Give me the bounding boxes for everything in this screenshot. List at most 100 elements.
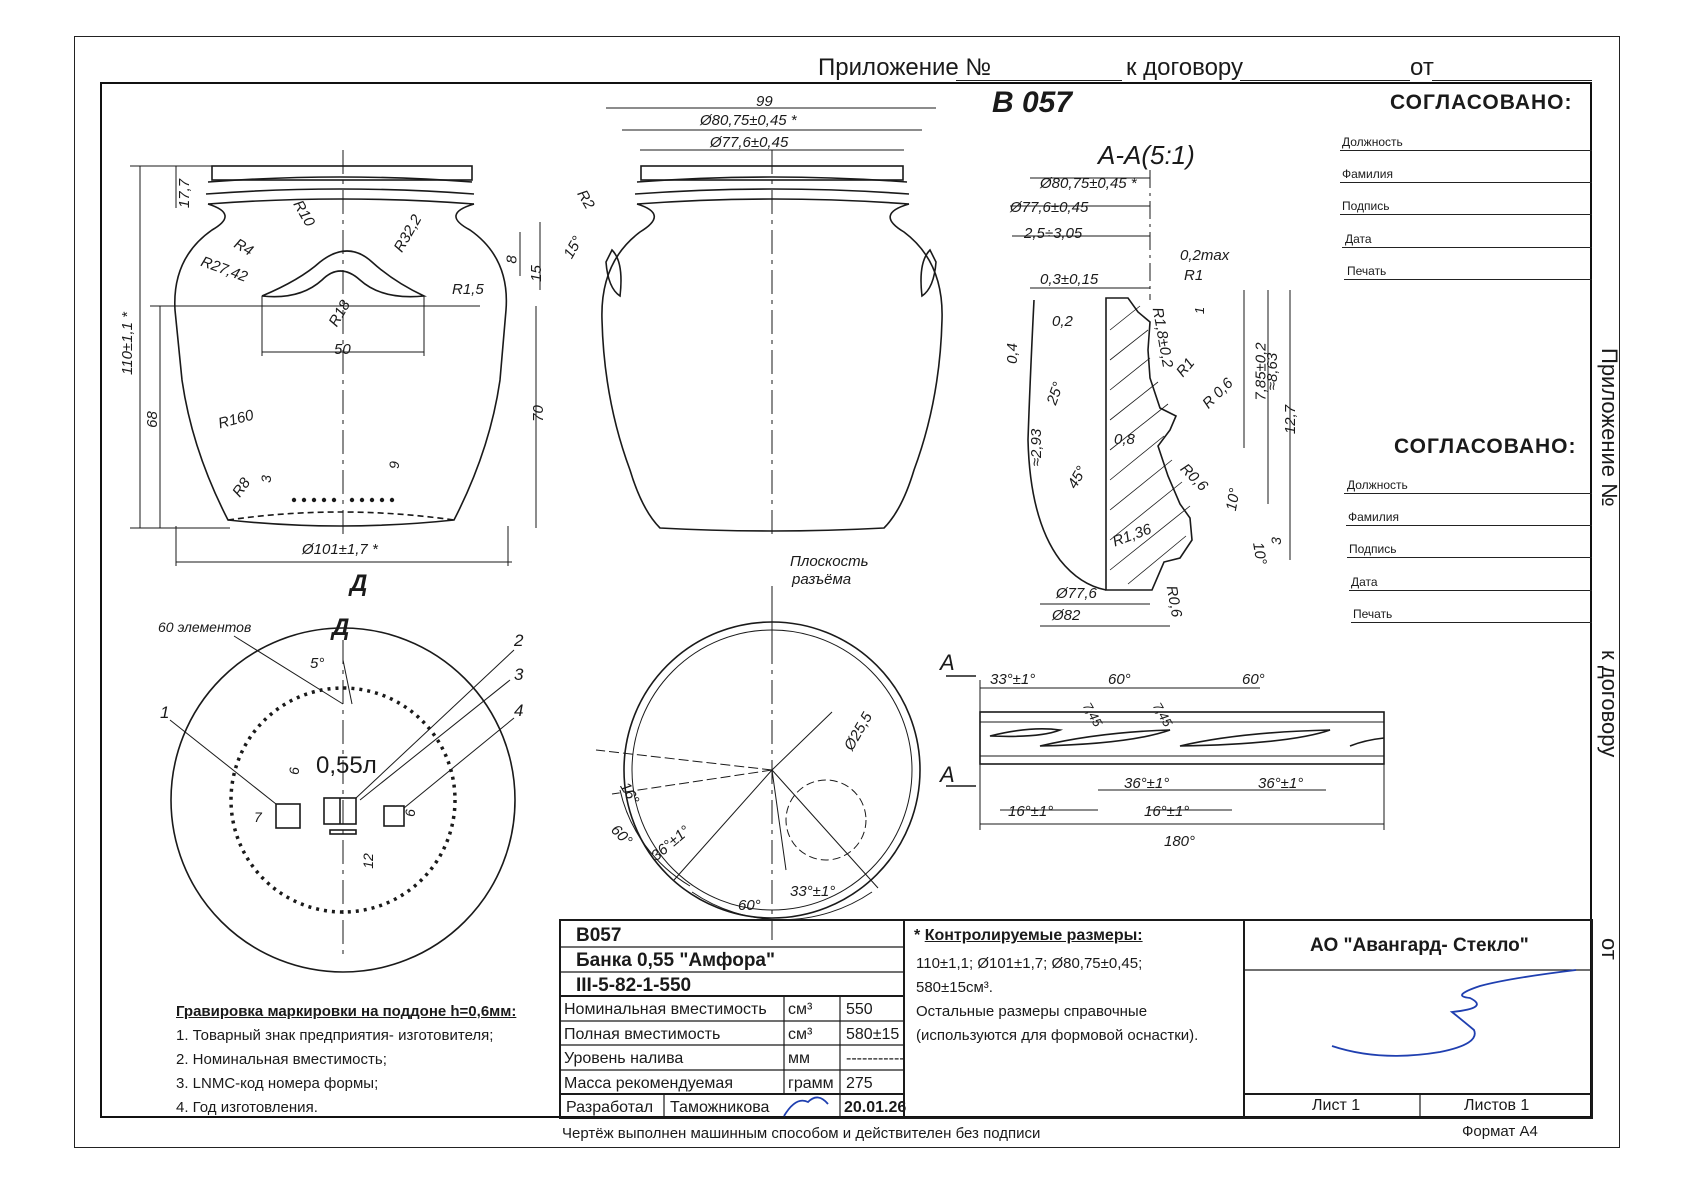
sec-d77-6-b: Ø77,6 (1056, 585, 1097, 602)
tb-row4-unit: грамм (788, 1075, 834, 1092)
side-view-jar (601, 107, 943, 540)
tb-name: Банка 0,55 "Амфора" (576, 950, 776, 971)
tb-row3-unit: мм (788, 1050, 810, 1067)
view-d-bottom (169, 627, 516, 973)
signature-mark (783, 969, 1577, 1117)
dim-70: 70 (529, 405, 547, 422)
from-date-line (1432, 80, 1592, 81)
dim-r1-5: R1,5 (452, 281, 484, 298)
sec-8-63: ≈8,63 (1264, 352, 1282, 391)
appendix-label: Приложение № (818, 54, 992, 81)
tb-sheet: Лист 1 (1312, 1097, 1361, 1114)
footer-format: Формат А4 (1462, 1123, 1538, 1140)
dim-9: 9 (385, 461, 402, 469)
dim-d101: Ø101±1,7 * (302, 541, 378, 558)
tb-controlled-line-3: Остальные размеры справочные (916, 1003, 1148, 1020)
sec-d77-6: Ø77,6±0,45 (1010, 199, 1089, 216)
approval-line-sign-2 (1347, 557, 1592, 558)
engraving-item-1: 1. Товарный знак предприятия- изготовите… (176, 1027, 494, 1044)
drawing-code: В 057 (992, 86, 1073, 119)
approval-line-position-1 (1340, 150, 1592, 151)
sec-3: 3 (1267, 537, 1284, 545)
tb-row1-label: Номинальная вместимость (564, 1001, 767, 1018)
sec-2-5: 2,5÷3,05 (1024, 225, 1083, 242)
view-d-dim-12: 12 (359, 853, 376, 869)
approval-field-name-2: Фамилия (1348, 510, 1399, 524)
tb-developer: Таможникова (670, 1099, 770, 1116)
thread-60deg-a: 60° (1108, 671, 1131, 688)
thread-36deg-b: 36°±1° (1258, 775, 1304, 792)
approval-line-seal-2 (1351, 622, 1592, 623)
section-title: А-А(5:1) (1098, 140, 1195, 170)
dim-99: 99 (756, 93, 773, 110)
thread-33deg: 33°±1° (990, 671, 1036, 688)
tb-controlled-line-4: (используются для формовой оснастки). (916, 1027, 1199, 1044)
sec-10deg-b: 10° (1249, 540, 1270, 567)
thread-a-bottom: А (940, 762, 955, 787)
approval-field-date-1: Дата (1345, 232, 1372, 246)
tb-controlled-title-text: Контролируемые размеры: (924, 927, 1143, 944)
approval-line-name-2 (1346, 525, 1592, 526)
sec-0-2max: 0,2max (1180, 247, 1230, 264)
tb-row1-value: 550 (846, 1001, 873, 1018)
tb-row3-label: Уровень налива (564, 1050, 684, 1067)
dim-8: 8 (503, 255, 521, 264)
tb-row2-label: Полная вместимость (564, 1026, 721, 1043)
parting-label-2: разъёма (792, 571, 852, 588)
sec-12-7: 12,7 (1282, 404, 1300, 435)
engraving-dots (291, 497, 395, 503)
view-d-capacity: 0,55л (316, 752, 377, 779)
sheet-outer-frame (74, 36, 1620, 1148)
dim-d80-75: Ø80,75±0,45 * (700, 112, 797, 129)
tb-controlled-line-2: 580±15см³. (916, 979, 993, 996)
sec-2-93: ≈2,93 (1028, 428, 1046, 467)
from-label: от (1410, 54, 1434, 81)
dim-3: 3 (257, 475, 274, 483)
tb-controlled-title: * Контролируемые размеры: (914, 928, 1143, 944)
callout-2: 2 (514, 631, 524, 650)
sec-d80-75: Ø80,75±0,45 * (1040, 175, 1137, 192)
thread-36deg-a: 36°±1° (1124, 775, 1170, 792)
sec-r1-top: R1 (1184, 267, 1204, 284)
parting-label-1: Плоскость (790, 553, 869, 570)
tb-date: 20.01.26 (844, 1099, 907, 1116)
tb-row3-value: ----------- (846, 1050, 905, 1067)
thread-development (946, 675, 1385, 830)
view-d-dim-7: 7 (254, 809, 262, 825)
tb-row2-value: 580±15 (846, 1026, 900, 1043)
tb-row1-unit: см³ (788, 1001, 813, 1018)
dim-15: 15 (527, 265, 545, 282)
approval-field-sign-1: Подпись (1342, 199, 1390, 213)
approval-title-2: СОГЛАСОВАНО: (1394, 435, 1577, 458)
sec-0-8: 0,8 (1114, 431, 1135, 448)
approval-line-date-2 (1349, 590, 1592, 591)
approval-title-1: СОГЛАСОВАНО: (1390, 91, 1573, 114)
thread-180deg: 180° (1164, 833, 1196, 850)
sec-1: 1 (1192, 306, 1208, 315)
sec-0-4: 0,4 (1003, 343, 1021, 364)
approval-field-seal-1: Печать (1347, 264, 1387, 278)
parting-33deg: 33°±1° (790, 883, 836, 900)
section-aa (1010, 170, 1291, 627)
tb-company: АО "Авангард- Стекло" (1310, 935, 1529, 956)
parting-plane-view (595, 586, 921, 940)
sec-0-2: 0,2 (1052, 313, 1073, 330)
contract-label: к договору (1126, 54, 1243, 81)
view-d-dim-6b: 6 (401, 809, 418, 817)
approval-line-sign-1 (1340, 214, 1592, 215)
sec-0-3: 0,3±0,15 (1040, 271, 1099, 288)
title-block-grid (559, 919, 1593, 1119)
tb-sheets: Листов 1 (1464, 1097, 1530, 1114)
thread-a-top: А (940, 650, 955, 675)
dim-17-7: 17,7 (176, 178, 194, 209)
approval-field-date-2: Дата (1351, 575, 1378, 589)
approval-line-seal-1 (1344, 279, 1592, 280)
appendix-number-line (956, 80, 1122, 81)
approval-field-sign-2: Подпись (1349, 542, 1397, 556)
thread-60deg-b: 60° (1242, 671, 1265, 688)
engraving-title: Гравировка маркировки на поддоне h=0,6мм… (176, 1003, 517, 1020)
approval-line-position-2 (1344, 493, 1592, 494)
sec-d82: Ø82 (1052, 607, 1081, 624)
engraving-item-3: 3. LNMC-код номера формы; (176, 1075, 379, 1092)
